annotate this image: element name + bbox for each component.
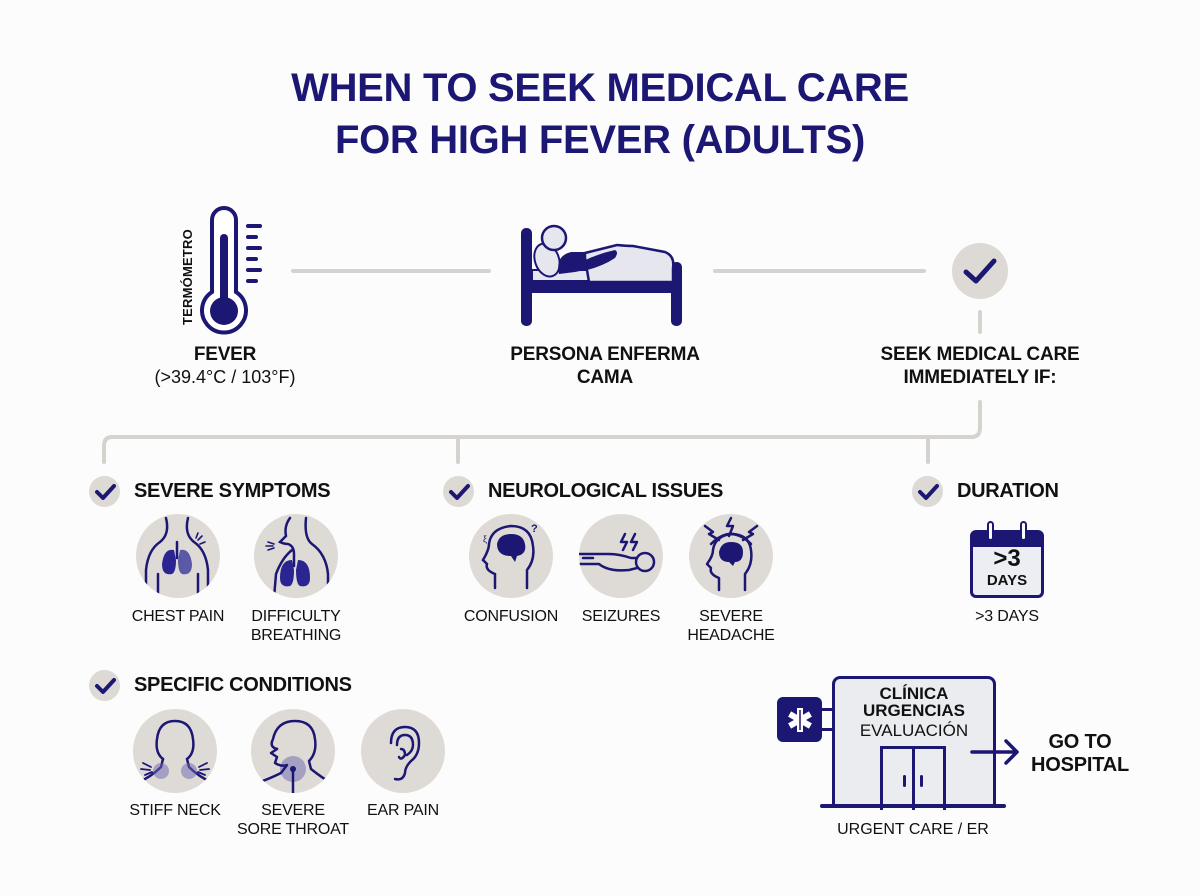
calendar-icon: >3 DAYS (970, 521, 1044, 598)
check-badge (89, 670, 120, 701)
chest-pain-icon (136, 514, 220, 598)
seek-care-line-1: SEEK MEDICAL CARE (880, 344, 1080, 365)
section-severe-symptoms: SEVERE SYMPTOMS (89, 476, 331, 507)
section-title: SPECIFIC CONDITIONS (134, 674, 352, 696)
star-of-life-sign-icon (777, 697, 822, 742)
section-title: DURATION (957, 480, 1059, 502)
ear-pain-label: EAR PAIN (367, 802, 439, 819)
check-badge (443, 476, 474, 507)
section-title: NEUROLOGICAL ISSUES (488, 480, 724, 502)
arrow-right-icon (970, 739, 1019, 765)
fever-threshold: (>39.4°C / 103°F) (154, 367, 296, 387)
seek-care-line-2: IMMEDIATELY IF: (903, 367, 1057, 388)
building-sign-line-2: URGENCIAS (862, 701, 965, 720)
sore-throat-icon (251, 709, 335, 793)
title-line-1: WHEN TO SEEK MEDICAL CARE (291, 66, 909, 110)
building-sign-line-1: CLÍNICA (879, 684, 949, 703)
check-icon (94, 483, 116, 500)
svg-text:?: ? (531, 523, 538, 535)
sick-person-line-1: PERSONA ENFERMA (510, 344, 700, 365)
sick-person-line-2: CAMA (576, 367, 634, 388)
check-badge (912, 476, 943, 507)
section-title: SEVERE SYMPTOMS (134, 480, 331, 502)
sore-throat-label: SEVERE SORE THROAT (237, 802, 349, 838)
confusion-icon: ? ξ (469, 514, 553, 598)
check-icon (448, 483, 470, 500)
check-icon (917, 483, 939, 500)
stiff-neck-icon (133, 709, 217, 793)
thermometer-icon (200, 206, 262, 335)
sign-bracket-top (822, 708, 834, 711)
duration-label: >3 DAYS (975, 608, 1039, 625)
section-specific-conditions: SPECIFIC CONDITIONS (89, 670, 352, 701)
sick-person-in-bed-icon (521, 224, 682, 326)
calendar-small-text: DAYS (986, 572, 1028, 589)
svg-text:ξ: ξ (483, 534, 487, 544)
ear-pain-icon (361, 709, 445, 793)
difficulty-breathing-label: DIFFICULTY BREATHING (250, 608, 342, 644)
seizures-label: SEIZURES (581, 608, 661, 625)
building-doors (880, 746, 946, 810)
thermometer-vertical-label: TERMÓMETRO (180, 229, 195, 325)
seek-care-check-badge (952, 243, 1008, 299)
title-line-2: FOR HIGH FEVER (ADULTS) (334, 118, 866, 162)
check-badge (89, 476, 120, 507)
seizures-icon (579, 514, 663, 598)
urgent-care-caption: URGENT CARE / ER (837, 821, 989, 838)
check-icon (94, 677, 116, 694)
go-to-hospital-line-2: HOSPITAL (1030, 754, 1130, 776)
severe-headache-label: SEVERE HEADACHE (687, 608, 775, 644)
go-to-hospital-line-1: GO TO (1048, 731, 1112, 753)
page-title: WHEN TO SEEK MEDICAL CARE FOR HIGH FEVER… (0, 62, 1200, 166)
sign-bracket-bottom (822, 728, 834, 731)
severe-headache-icon (689, 514, 773, 598)
stiff-neck-label: STIFF NECK (129, 802, 221, 819)
er-building-icon: CLÍNICA URGENCIAS EVALUACIÓN (832, 676, 996, 810)
confusion-label: CONFUSION (463, 608, 559, 625)
building-ground-line (820, 804, 1006, 808)
section-neurological-issues: NEUROLOGICAL ISSUES (443, 476, 723, 507)
building-sign-line-3: EVALUACIÓN (859, 721, 969, 740)
calendar-big-text: >3 (993, 545, 1021, 572)
check-icon (963, 258, 997, 284)
chest-pain-label: CHEST PAIN (131, 608, 225, 625)
section-duration: DURATION (912, 476, 1059, 507)
fever-title: FEVER (193, 344, 257, 365)
difficulty-breathing-icon (254, 514, 338, 598)
